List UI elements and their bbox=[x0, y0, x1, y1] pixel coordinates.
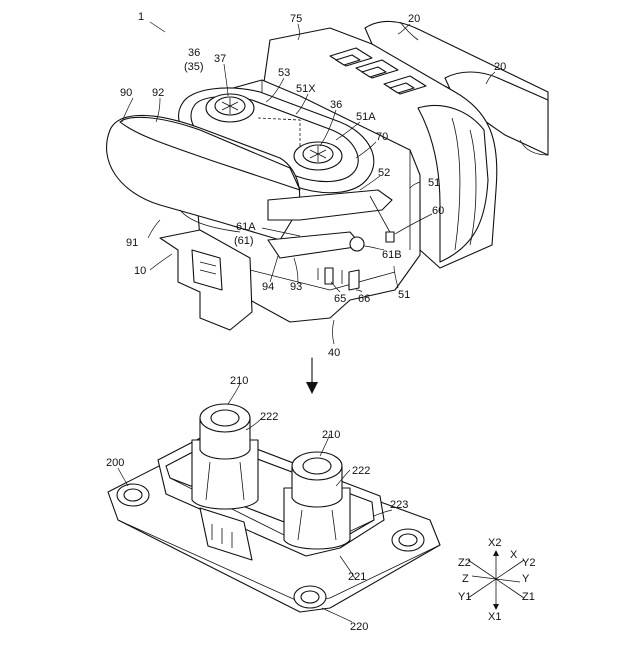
post-210-left bbox=[192, 404, 258, 509]
pivot-61b bbox=[350, 237, 364, 251]
terminal-36-top bbox=[206, 94, 254, 122]
label-52: 52 bbox=[378, 167, 390, 179]
label-37: 37 bbox=[214, 53, 226, 65]
label-40: 40 bbox=[328, 347, 340, 359]
post-210-right bbox=[284, 452, 350, 549]
mating-arrow bbox=[306, 358, 318, 394]
axis-x2: X2 bbox=[488, 537, 501, 549]
axis-z2: Z2 bbox=[458, 557, 471, 569]
label-35: (35) bbox=[184, 61, 204, 73]
label-200: 200 bbox=[106, 457, 124, 469]
axis-y: Y bbox=[522, 573, 530, 585]
label-91: 91 bbox=[126, 237, 138, 249]
label-61a: 61A bbox=[236, 221, 256, 233]
upper-connector bbox=[107, 21, 548, 330]
label-223: 223 bbox=[390, 499, 408, 511]
label-36-mid: 36 bbox=[330, 99, 342, 111]
label-51x: 51X bbox=[296, 83, 316, 95]
label-92: 92 bbox=[152, 87, 164, 99]
label-90: 90 bbox=[120, 87, 132, 99]
label-36-top: 36 bbox=[188, 47, 200, 59]
label-1: 1 bbox=[138, 11, 144, 23]
label-210-left: 210 bbox=[230, 375, 248, 387]
label-53: 53 bbox=[278, 67, 290, 79]
label-222-right: 222 bbox=[352, 465, 370, 477]
axis-y2: Y2 bbox=[522, 557, 535, 569]
axis-x1: X1 bbox=[488, 611, 501, 623]
axis-y1: Y1 bbox=[458, 591, 471, 603]
label-61b: 61B bbox=[382, 249, 402, 261]
detect-60 bbox=[386, 232, 394, 242]
axis-z1: Z1 bbox=[522, 591, 535, 603]
label-220: 220 bbox=[350, 621, 368, 633]
axis-labels: X2 X Y2 Z2 Z Y Y1 Z1 X1 bbox=[458, 537, 535, 623]
label-222-left: 222 bbox=[260, 411, 278, 423]
label-70: 70 bbox=[376, 131, 388, 143]
axis-x: X bbox=[510, 549, 518, 561]
tab-66 bbox=[349, 270, 359, 290]
label-93: 93 bbox=[290, 281, 302, 293]
label-51-bottom: 51 bbox=[398, 289, 410, 301]
label-10: 10 bbox=[134, 265, 146, 277]
label-51a: 51A bbox=[356, 111, 376, 123]
label-75: 75 bbox=[290, 13, 302, 25]
label-20-right: 20 bbox=[494, 61, 506, 73]
tab-65 bbox=[325, 268, 333, 284]
label-66: 66 bbox=[358, 293, 370, 305]
label-61: (61) bbox=[234, 235, 254, 247]
label-51-right: 51 bbox=[428, 177, 440, 189]
label-60: 60 bbox=[432, 205, 444, 217]
terminal-36-mid bbox=[294, 142, 342, 170]
label-210-right: 210 bbox=[322, 429, 340, 441]
label-94: 94 bbox=[262, 281, 274, 293]
axis-z: Z bbox=[462, 573, 469, 585]
label-65: 65 bbox=[334, 293, 346, 305]
label-20-top: 20 bbox=[408, 13, 420, 25]
label-221: 221 bbox=[348, 571, 366, 583]
